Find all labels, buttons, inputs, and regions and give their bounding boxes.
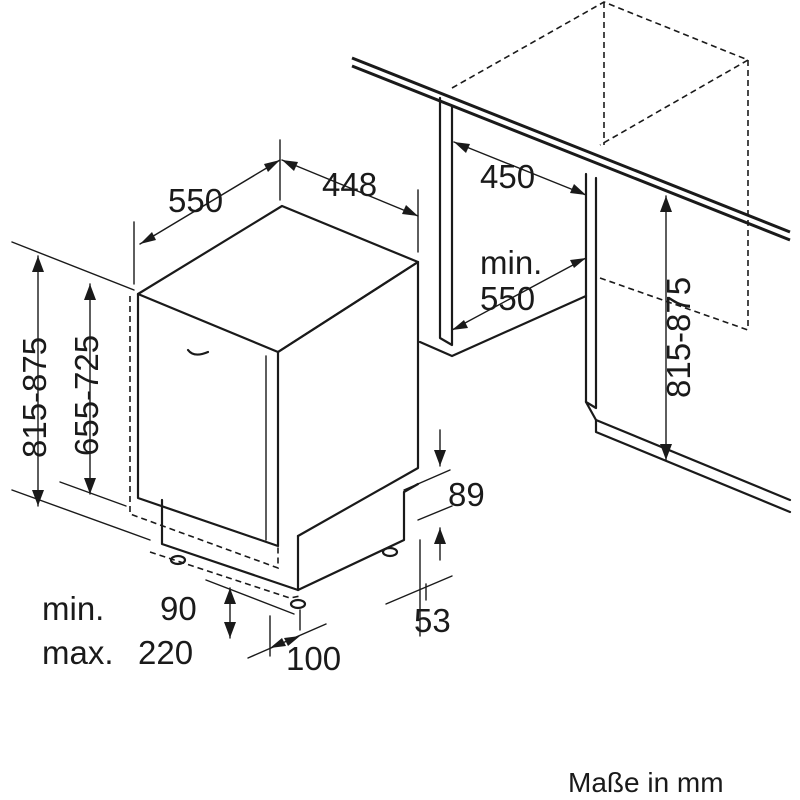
- dimension-door-height: 655-725: [59, 283, 127, 507]
- door-handle: [186, 348, 210, 356]
- left-cabinet-panel: [438, 96, 454, 347]
- appliance-base-side: [296, 482, 420, 592]
- niche-width-label: 450: [480, 158, 535, 195]
- dimension-depth: 550: [133, 159, 281, 285]
- niche-depth-value: 550: [480, 280, 535, 317]
- niche-height-label: 815-875: [660, 277, 697, 398]
- units-caption: Maße in mm: [568, 767, 724, 798]
- foot-height-label: 89: [448, 476, 485, 513]
- foot-front-left: [169, 554, 187, 566]
- plinth-max-value: 220: [138, 634, 193, 671]
- depth-label: 550: [168, 182, 223, 219]
- dimension-niche-depth: min. 550: [451, 244, 587, 331]
- total-height-label: 815-875: [16, 337, 53, 458]
- furniture-front-dashed: [129, 296, 279, 570]
- niche-depth-min-label: min.: [480, 244, 542, 281]
- appliance-side: [276, 260, 420, 538]
- door-height-label: 655-725: [68, 335, 105, 456]
- dimension-setback: 100: [247, 609, 341, 677]
- dishwasher: [129, 204, 420, 610]
- plinth-min-value: 90: [160, 590, 197, 627]
- foot-front-right: [289, 598, 307, 610]
- installation-niche: [351, 1, 792, 514]
- right-cabinet-base: [584, 400, 792, 502]
- dimension-foot: 89 53: [385, 429, 485, 639]
- foot-offset-label: 53: [414, 602, 451, 639]
- appliance-base-front: [160, 498, 300, 592]
- right-cabinet-plinth: [594, 418, 792, 514]
- plinth-min-label: min.: [42, 590, 104, 627]
- niche-top-dashed: [451, 1, 750, 146]
- right-cabinet-panel: [584, 172, 598, 410]
- niche-back-dashed: [599, 2, 749, 331]
- dimension-front-width: 448: [279, 139, 419, 253]
- base-dashed: [149, 551, 301, 599]
- dimension-niche-width: 450: [453, 141, 587, 196]
- left-cabinet-base: [418, 294, 588, 358]
- foot-back-right: [381, 546, 399, 558]
- dimension-plinth: min. 90 max. 220: [42, 579, 295, 671]
- front-width-label: 448: [322, 166, 377, 203]
- setback-label: 100: [286, 640, 341, 677]
- appliance-door: [136, 292, 280, 548]
- dimension-niche-height: 815-875: [660, 195, 697, 461]
- worktop-edge: [351, 56, 791, 242]
- plinth-max-label: max.: [42, 634, 114, 671]
- dimension-total-height: 815-875: [11, 241, 151, 541]
- appliance-top: [136, 204, 420, 354]
